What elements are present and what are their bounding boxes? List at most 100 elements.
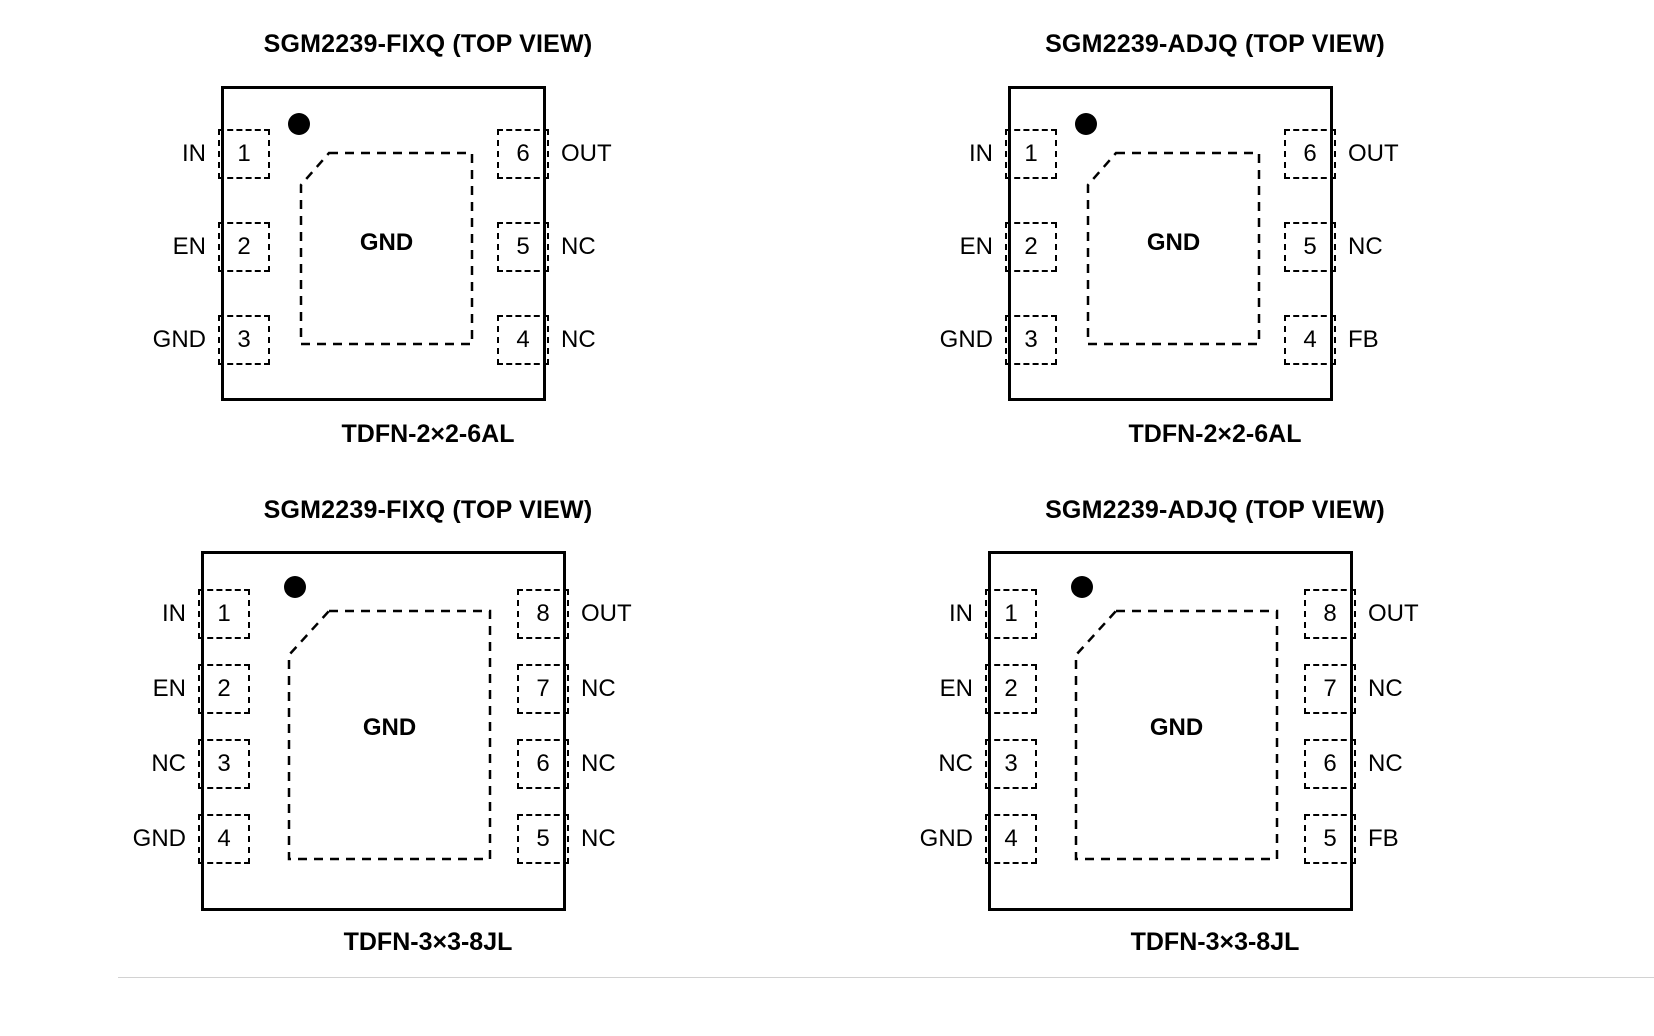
pin-signal-label: NC [1348,233,1383,260]
pin-signal-label: NC [581,750,616,777]
pin-number: 8 [1323,600,1337,627]
pin-pad[interactable]: 1 IN [162,589,250,639]
package-name: TDFN-2×2-6AL [1128,420,1302,448]
exposed-thermal-pad: GND [1074,609,1279,861]
pin-number: 3 [217,750,231,777]
pin-number: 6 [536,750,550,777]
diagram-title: SGM2239-ADJQ (TOP VIEW) [1045,30,1385,58]
pin-number: 2 [237,233,251,260]
pin-signal-label: EN [152,675,186,702]
pin-signal-label: OUT [581,600,632,627]
pin-number: 5 [536,825,550,852]
pin-number: 4 [516,326,530,353]
pin-signal-label: GND [152,326,206,353]
pin-number: 3 [1024,326,1038,353]
pin-number: 5 [1323,825,1337,852]
pin-number: 7 [1323,675,1337,702]
pin-pad[interactable]: 4 GND [133,814,250,864]
pin-number: 5 [1303,233,1317,260]
pin-pad[interactable]: 3 GND [153,315,270,365]
pin-number: 6 [1323,750,1337,777]
pin-pad[interactable]: 7 NC [1304,664,1403,714]
pin-number: 1 [1004,600,1018,627]
package-name: TDFN-2×2-6AL [341,420,515,448]
pin-signal-label: NC [1368,750,1403,777]
pin-pad[interactable]: 4 GND [920,814,1037,864]
pin-signal-label: IN [182,140,206,167]
pin-pad[interactable]: 1 IN [182,129,270,179]
pinout-diagram-0: SGM2239-FIXQ (TOP VIEW) GND 1 IN 2 EN 3 … [118,30,738,460]
pin-number: 1 [217,600,231,627]
pin-number: 4 [1303,326,1317,353]
pin-number: 4 [1004,825,1018,852]
pin-pad[interactable]: 8 OUT [517,589,632,639]
exposed-thermal-pad: GND [287,609,492,861]
pin-pad[interactable]: 1 IN [969,129,1057,179]
pin-signal-label: NC [581,675,616,702]
diagram-title: SGM2239-ADJQ (TOP VIEW) [1045,496,1385,524]
pin-pad[interactable]: 4 NC [497,315,596,365]
pin-number: 8 [536,600,550,627]
pin-pad[interactable]: 1 IN [949,589,1037,639]
pin-one-indicator-dot [288,113,310,135]
pin-signal-label: FB [1368,825,1399,852]
pin-pad[interactable]: 5 FB [1304,814,1399,864]
pin-signal-label: NC [561,326,596,353]
exposed-thermal-pad: GND [299,151,474,346]
pinout-diagram-2: SGM2239-FIXQ (TOP VIEW) GND 1 IN 2 EN 3 … [118,496,738,976]
pin-signal-label: NC [938,750,973,777]
pin-signal-label: EN [959,233,993,260]
pin-signal-label: GND [939,326,993,353]
pin-signal-label: IN [162,600,186,627]
pin-pad[interactable]: 3 NC [151,739,250,789]
pinout-diagram-3: SGM2239-ADJQ (TOP VIEW) GND 1 IN 2 EN 3 … [905,496,1525,976]
pin-signal-label: IN [949,600,973,627]
pin-pad[interactable]: 6 NC [517,739,616,789]
pin-signal-label: GND [132,825,186,852]
pin-pad[interactable]: 5 NC [497,222,596,272]
package-name: TDFN-3×3-8JL [1130,928,1300,956]
pin-pad[interactable]: 6 OUT [1284,129,1399,179]
pin-pad[interactable]: 2 EN [940,664,1037,714]
chip-body: GND 1 IN 2 EN 3 GND 6 OUT 5 NC [940,86,1399,401]
pin-signal-label: FB [1348,326,1379,353]
pin-pad[interactable]: 6 OUT [497,129,612,179]
pin-one-indicator-dot [284,576,306,598]
pin-number: 5 [516,233,530,260]
pin-number: 7 [536,675,550,702]
page-divider-rule [118,977,1654,978]
pin-pad[interactable]: 3 GND [940,315,1057,365]
pin-number: 6 [1303,140,1317,167]
diagram-title: SGM2239-FIXQ (TOP VIEW) [263,30,593,58]
pin-pad[interactable]: 5 NC [1284,222,1383,272]
pin-signal-label: NC [561,233,596,260]
pin-pad[interactable]: 4 FB [1284,315,1379,365]
pin-pad[interactable]: 2 EN [960,222,1057,272]
pin-pad[interactable]: 7 NC [517,664,616,714]
pin-pad[interactable]: 3 NC [938,739,1037,789]
pin-signal-label: NC [151,750,186,777]
pin-pad[interactable]: 5 NC [517,814,616,864]
pin-number: 3 [237,326,251,353]
pin-number: 2 [1004,675,1018,702]
pin-number: 2 [1024,233,1038,260]
pin-signal-label: OUT [561,140,612,167]
pin-signal-label: EN [939,675,973,702]
pin-one-indicator-dot [1071,576,1093,598]
pin-signal-label: IN [969,140,993,167]
chip-body: GND 1 IN 2 EN 3 NC 4 GND 8 OUT [133,551,632,911]
pin-pad[interactable]: 8 OUT [1304,589,1419,639]
pin-pad[interactable]: 6 NC [1304,739,1403,789]
pin-signal-label: NC [581,825,616,852]
pin-signal-label: EN [172,233,206,260]
pin-pad[interactable]: 2 EN [173,222,270,272]
pin-one-indicator-dot [1075,113,1097,135]
chip-body: GND 1 IN 2 EN 3 NC 4 GND 8 OUT [920,551,1419,911]
pin-number: 4 [217,825,231,852]
pin-number: 2 [217,675,231,702]
pin-pad[interactable]: 2 EN [153,664,250,714]
chip-body: GND 1 IN 2 EN 3 GND 6 OUT 5 NC [153,86,612,401]
pin-signal-label: GND [919,825,973,852]
pin-number: 3 [1004,750,1018,777]
